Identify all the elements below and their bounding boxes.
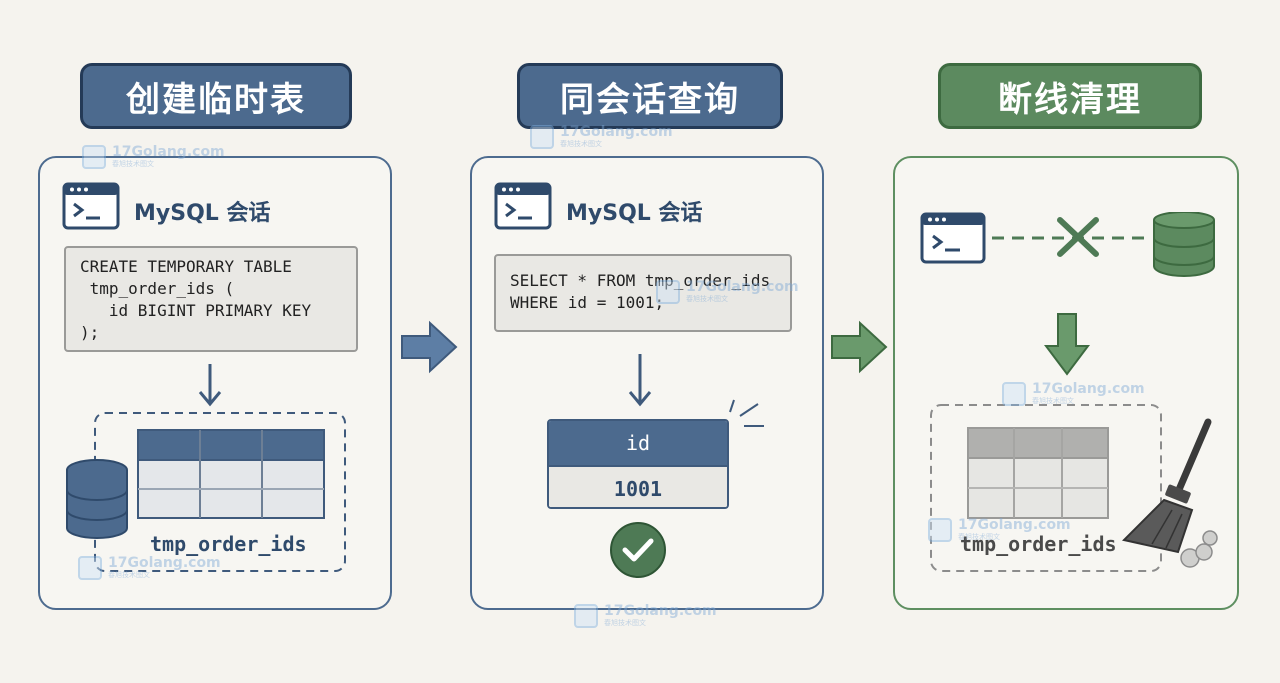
watermark-logo-icon xyxy=(928,518,952,542)
arrow-down-icon xyxy=(198,364,222,407)
step-2-title: 同会话查询 xyxy=(517,63,783,129)
step-3-title: 断线清理 xyxy=(938,63,1202,129)
arrow-right-icon xyxy=(831,320,888,374)
database-icon xyxy=(66,459,128,539)
watermark-logo-icon xyxy=(530,125,554,149)
session-label: MySQL 会话 xyxy=(566,201,703,226)
result-header: id xyxy=(549,421,727,465)
disconnect-illustration xyxy=(920,212,1215,277)
dust-cloud-icon xyxy=(1180,530,1218,568)
watermark-logo-icon xyxy=(78,556,102,580)
temp-table-name: tmp_order_ids xyxy=(150,532,307,556)
watermark-logo-icon xyxy=(574,604,598,628)
session-label: MySQL 会话 xyxy=(134,201,271,226)
disconnect-x-icon xyxy=(1057,217,1099,257)
broom-icon xyxy=(1122,418,1212,554)
cleared-table-name: tmp_order_ids xyxy=(960,532,1117,556)
arrow-right-icon xyxy=(401,320,458,374)
sparkle-icon xyxy=(729,399,764,427)
cleared-table-illustration xyxy=(930,404,1218,572)
terminal-icon xyxy=(920,212,986,264)
arrow-down-icon xyxy=(628,354,652,407)
step-1-title: 创建临时表 xyxy=(80,63,352,129)
watermark-logo-icon xyxy=(656,280,680,304)
create-table-code: CREATE TEMPORARY TABLE tmp_order_ids ( i… xyxy=(64,246,358,352)
terminal-icon xyxy=(62,182,120,230)
temp-table-illustration xyxy=(66,412,346,572)
watermark-logo-icon xyxy=(82,145,106,169)
query-result-table: id 1001 xyxy=(547,419,729,509)
result-value: 1001 xyxy=(549,465,727,507)
arrow-down-icon xyxy=(1044,313,1090,376)
database-icon xyxy=(1153,212,1215,277)
watermark-logo-icon xyxy=(1002,382,1026,406)
terminal-icon xyxy=(494,182,552,230)
check-icon xyxy=(610,522,666,578)
select-query-code: SELECT * FROM tmp_order_ids WHERE id = 1… xyxy=(494,254,792,332)
